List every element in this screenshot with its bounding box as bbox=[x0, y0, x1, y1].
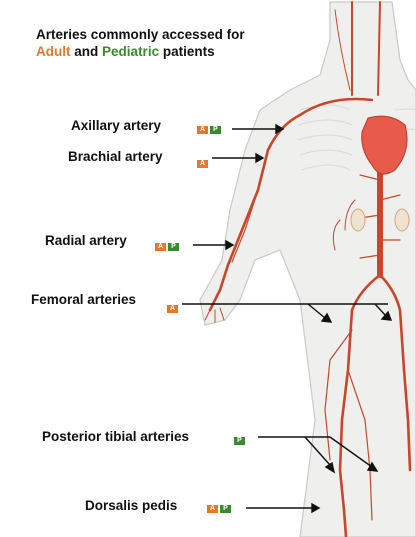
badge-adult-axillary: A bbox=[197, 126, 208, 134]
label-dorsalis-pedis: Dorsalis pedis bbox=[85, 498, 177, 513]
label-posterior-tibial-arteries: Posterior tibial arteries bbox=[42, 429, 189, 444]
label-femoral-arteries: Femoral arteries bbox=[31, 292, 136, 307]
label-brachial-artery: Brachial artery bbox=[68, 149, 163, 164]
badge-pediatric-posterior-tibial: P bbox=[234, 437, 245, 445]
badge-adult-brachial: A bbox=[197, 160, 208, 168]
label-axillary-artery: Axillary artery bbox=[71, 118, 161, 133]
title-line-1: Arteries commonly accessed for bbox=[36, 26, 245, 43]
title-patients: patients bbox=[163, 44, 215, 59]
badge-adult-radial: A bbox=[155, 243, 166, 251]
title-line-2: Adult and Pediatric patients bbox=[36, 43, 245, 60]
badge-adult-femoral: A bbox=[167, 305, 178, 313]
title-pediatric: Pediatric bbox=[102, 44, 159, 59]
title-adult: Adult bbox=[36, 44, 71, 59]
title-and: and bbox=[74, 44, 98, 59]
badge-adult-dorsalis-pedis: A bbox=[207, 505, 218, 513]
badge-pediatric-radial: P bbox=[168, 243, 179, 251]
label-radial-artery: Radial artery bbox=[45, 233, 127, 248]
diagram-title: Arteries commonly accessed for Adult and… bbox=[36, 26, 245, 60]
badge-pediatric-axillary: P bbox=[210, 126, 221, 134]
body-silhouette bbox=[200, 2, 416, 537]
badge-pediatric-dorsalis-pedis: P bbox=[220, 505, 231, 513]
